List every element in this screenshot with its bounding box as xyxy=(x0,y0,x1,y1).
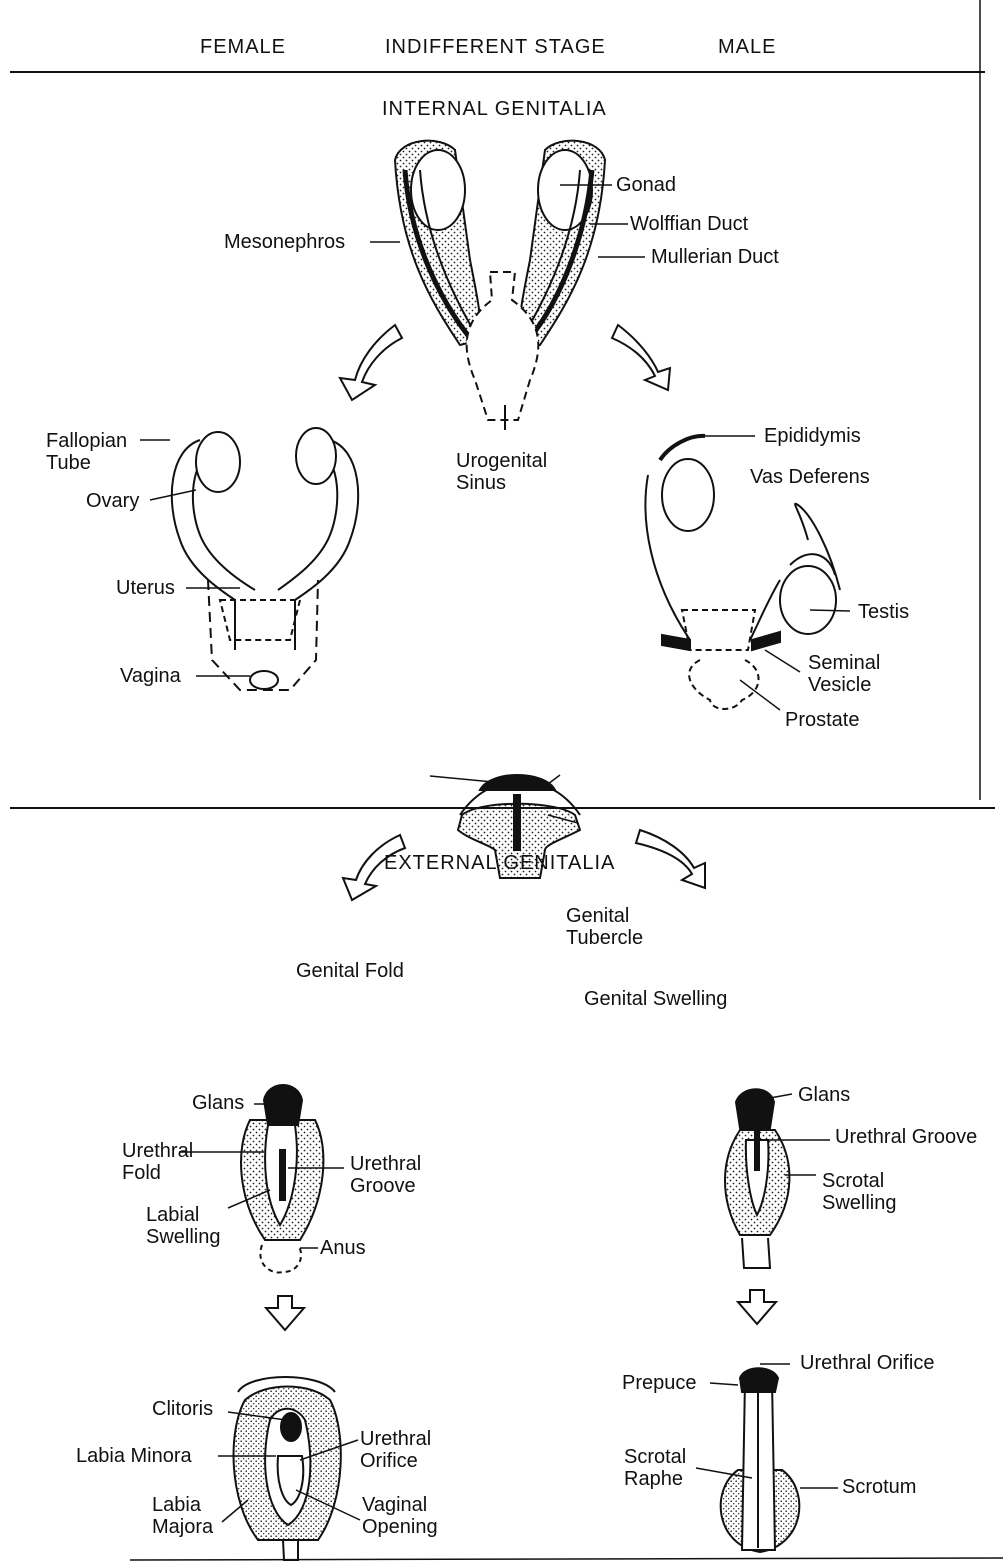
label-female-urethral-orifice: Urethral Orifice xyxy=(360,1428,431,1472)
label-ovary: Ovary xyxy=(86,490,139,512)
female-internal-illustration xyxy=(172,428,358,690)
label-prepuce: Prepuce xyxy=(622,1372,697,1394)
label-vaginal-opening: Vaginal Opening xyxy=(362,1494,438,1538)
label-wolffian-duct: Wolffian Duct xyxy=(630,213,748,235)
arrow-to-female-internal xyxy=(340,325,402,400)
label-uterus: Uterus xyxy=(116,577,175,599)
label-clitoris: Clitoris xyxy=(152,1398,213,1420)
header-indifferent-stage: INDIFFERENT STAGE xyxy=(385,36,606,59)
label-female-urethral-groove: Urethral Groove xyxy=(350,1153,421,1197)
label-epididymis: Epididymis xyxy=(764,425,861,447)
female-external-final-illustration xyxy=(234,1377,341,1560)
label-male-glans: Glans xyxy=(798,1084,850,1106)
label-mesonephros: Mesonephros xyxy=(224,231,345,253)
label-scrotal-swelling: Scrotal Swelling xyxy=(822,1170,896,1214)
female-external-middle-illustration xyxy=(241,1085,323,1273)
header-female: FEMALE xyxy=(200,36,286,59)
label-fallopian-tube: Fallopian Tube xyxy=(46,430,127,474)
label-labia-minora: Labia Minora xyxy=(76,1445,192,1467)
label-scrotal-raphe: Scrotal Raphe xyxy=(624,1446,686,1490)
label-genital-tubercle: Genital Tubercle xyxy=(566,905,643,949)
label-anus: Anus xyxy=(320,1237,366,1259)
label-male-urethral-orifice: Urethral Orifice xyxy=(800,1352,934,1374)
down-arrows xyxy=(266,1290,776,1330)
label-vas-deferens: Vas Deferens xyxy=(750,466,870,488)
label-labial-swelling: Labial Swelling xyxy=(146,1204,220,1248)
label-seminal-vesicle: Seminal Vesicle xyxy=(808,652,880,696)
label-scrotum: Scrotum xyxy=(842,1476,916,1498)
label-testis: Testis xyxy=(858,601,909,623)
section-internal-title: INTERNAL GENITALIA xyxy=(382,98,607,121)
header-male: MALE xyxy=(718,36,776,59)
male-external-final-illustration xyxy=(721,1368,800,1552)
label-male-urethral-groove: Urethral Groove xyxy=(835,1126,977,1148)
label-genital-swelling: Genital Swelling xyxy=(584,988,727,1010)
arrow-to-male-internal xyxy=(612,325,670,390)
arrow-to-male-external xyxy=(636,830,705,888)
indifferent-internal-illustration xyxy=(395,141,605,430)
label-gonad: Gonad xyxy=(616,174,676,196)
label-genital-fold: Genital Fold xyxy=(296,960,404,982)
male-external-middle-illustration xyxy=(725,1089,789,1268)
label-vagina: Vagina xyxy=(120,665,181,687)
label-urogenital-sinus: Urogenital Sinus xyxy=(456,450,547,494)
section-external-title: EXTERNAL GENITALIA xyxy=(384,852,615,875)
label-prostate: Prostate xyxy=(785,709,859,731)
label-mullerian-duct: Mullerian Duct xyxy=(651,246,779,268)
label-urethral-fold: Urethral Fold xyxy=(122,1140,193,1184)
label-labia-majora: Labia Majora xyxy=(152,1494,213,1538)
label-female-glans: Glans xyxy=(192,1092,244,1114)
